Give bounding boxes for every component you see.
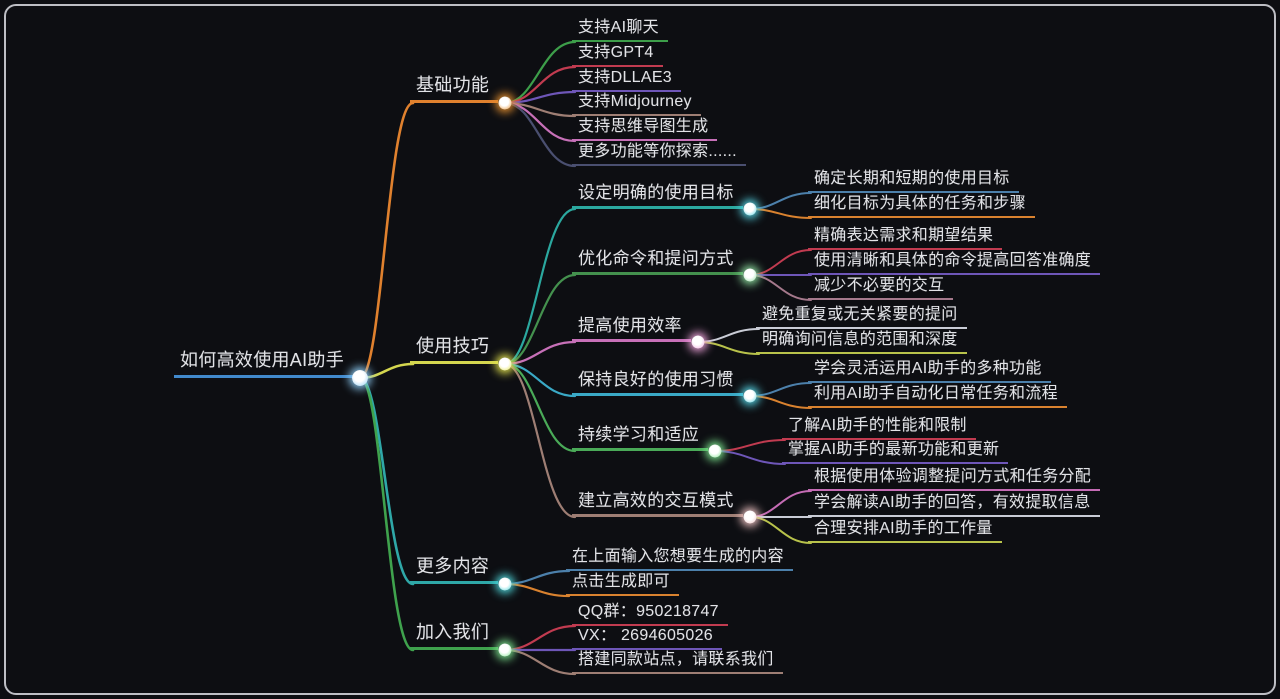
mindmap-node[interactable]: 减少不必要的交互 (808, 269, 954, 300)
mindmap-node[interactable]: 支持AI聊天 (572, 11, 668, 42)
mindmap-node[interactable]: 支持思维导图生成 (572, 110, 718, 141)
mindmap-node[interactable]: 学会灵活运用AI助手的多种功能 (808, 352, 1051, 383)
mindmap-node[interactable]: 确定长期和短期的使用目标 (808, 162, 1019, 193)
branch-dot[interactable] (743, 389, 757, 403)
branch-dot[interactable] (708, 444, 722, 458)
mindmap-node[interactable]: 根据使用体验调整提问方式和任务分配 (808, 460, 1101, 491)
mindmap-node[interactable]: 建立高效的交互模式 (572, 484, 743, 517)
mindmap-node[interactable]: 如何高效使用AI助手 (174, 344, 354, 378)
connector-curve (503, 362, 577, 519)
mindmap-node[interactable]: 搭建同款站点，请联系我们 (572, 643, 783, 674)
branch-dot[interactable] (743, 510, 757, 524)
connector-curve (503, 207, 577, 366)
connector-curve (749, 274, 812, 301)
connector-curve (749, 516, 812, 544)
branch-dot[interactable] (498, 96, 512, 110)
mindmap-node[interactable]: 细化目标为具体的任务和步骤 (808, 187, 1035, 218)
mindmap-node[interactable]: 精确表达需求和期望结果 (808, 219, 1003, 250)
branch-dot[interactable] (352, 370, 368, 386)
branch-dot[interactable] (498, 577, 512, 591)
mindmap-node[interactable]: 保持良好的使用习惯 (572, 363, 743, 396)
mindmap-node[interactable]: 在上面输入您想要生成的内容 (566, 540, 793, 571)
connector-curve (503, 582, 571, 598)
mindmap-node[interactable]: 优化命令和提问方式 (572, 242, 743, 275)
mindmap-node[interactable]: 更多内容 (410, 550, 499, 584)
mindmap-node[interactable]: QQ群：950218747 (572, 595, 728, 626)
connector-curve (358, 376, 415, 652)
connector-curve (697, 341, 760, 355)
mindmap-node[interactable]: 点击生成即可 (566, 565, 679, 596)
branch-dot[interactable] (498, 357, 512, 371)
mindmap-node[interactable]: 设定明确的使用目标 (572, 176, 743, 209)
branch-dot[interactable] (691, 335, 705, 349)
mindmap-node[interactable]: 掌握AI助手的最新功能和更新 (782, 433, 1009, 464)
connector-curve (503, 362, 577, 398)
connector-curve (503, 101, 577, 168)
connector-curve (503, 273, 577, 366)
connector-curve (714, 450, 786, 465)
mindmap-node[interactable]: 支持Midjourney (572, 85, 701, 116)
connector-curve (503, 362, 577, 453)
mindmap-node[interactable]: 支持DLLAE3 (572, 61, 681, 92)
mindmap-node[interactable]: 使用清晰和具体的命令提高回答准确度 (808, 244, 1101, 275)
branch-dot[interactable] (498, 643, 512, 657)
mindmap-node[interactable]: 加入我们 (410, 616, 499, 650)
connector-curve (503, 340, 577, 366)
connector-curve (503, 648, 577, 676)
mindmap-node[interactable]: 持续学习和适应 (572, 418, 709, 451)
mindmap-node[interactable]: 明确询问信息的范围和深度 (756, 323, 967, 354)
branch-dot[interactable] (743, 268, 757, 282)
mindmap-node[interactable]: 了解AI助手的性能和限制 (782, 409, 976, 440)
connector-curve (749, 208, 812, 219)
mindmap-node[interactable]: 合理安排AI助手的工作量 (808, 512, 1002, 543)
branch-dot[interactable] (743, 202, 757, 216)
mindmap-node[interactable]: 使用技巧 (410, 330, 499, 364)
connector-curve (358, 101, 415, 380)
mindmap-node[interactable]: 避免重复或无关紧要的提问 (756, 298, 967, 329)
connector-curve (749, 395, 812, 409)
mindmap-node[interactable]: 基础功能 (410, 69, 499, 103)
mindmap-node[interactable]: 利用AI助手自动化日常任务和流程 (808, 377, 1067, 408)
mindmap-node[interactable]: 学会解读AI助手的回答，有效提取信息 (808, 486, 1100, 517)
mindmap-node[interactable]: 支持GPT4 (572, 36, 663, 67)
mindmap-node[interactable]: 更多功能等你探索...... (572, 135, 746, 166)
mindmap-node[interactable]: VX： 2694605026 (572, 619, 722, 650)
mindmap-node[interactable]: 提高使用效率 (572, 309, 691, 342)
